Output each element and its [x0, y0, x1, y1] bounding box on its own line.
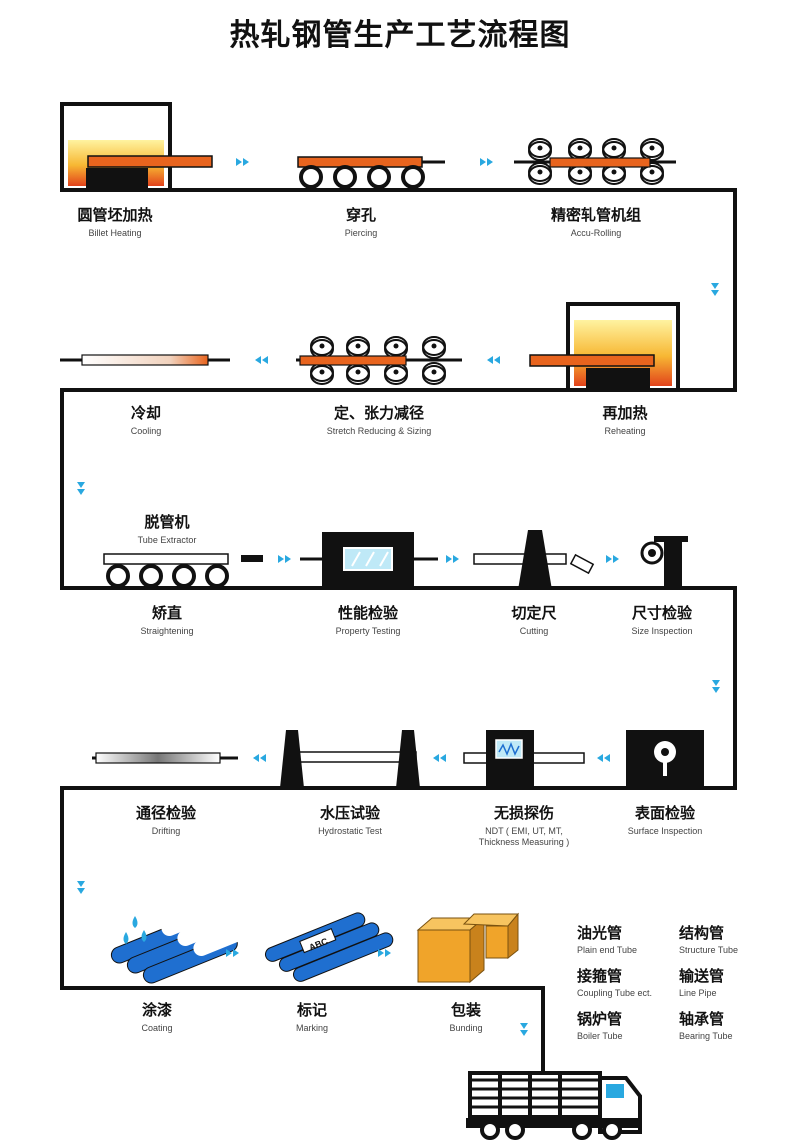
accu-rolling-mill-icon [514, 138, 676, 185]
step-label-billet-heating: 圆管坯加热 Billet Heating [77, 206, 153, 238]
product-plain-end-tube: 油光管 Plain end Tube [577, 924, 638, 955]
arrow-left-icon [487, 356, 500, 364]
property-testing-icon [300, 532, 438, 588]
arrow-right-icon [606, 555, 619, 563]
arrow-down-icon [77, 482, 85, 495]
arrow-left-icon [433, 754, 446, 762]
truck-icon [466, 1071, 642, 1140]
cooling-pipe-icon [60, 354, 230, 366]
step-label-accu-rolling: 精密轧管机组 Accu-Rolling [550, 206, 641, 238]
arrow-right-icon [278, 555, 291, 563]
product-line-pipe: 输送管 Line Pipe [679, 967, 725, 998]
arrow-down-icon [520, 1023, 528, 1036]
product-bearing-tube: 轴承管 Bearing Tube [679, 1010, 733, 1041]
cutting-icon [473, 530, 595, 590]
product-boiler-tube: 锅炉管 Boiler Tube [577, 1010, 623, 1041]
size-inspection-icon [640, 536, 688, 588]
arrow-left-icon [597, 754, 610, 762]
arrow-right-icon [480, 158, 493, 166]
arrow-right-icon [236, 158, 249, 166]
step-label-piercing: 穿孔 Piercing [344, 206, 378, 238]
piercing-icon [297, 156, 445, 189]
step-label-size-inspection: 尺寸检验 Size Inspection [631, 604, 693, 636]
ndt-inspection-icon [463, 730, 585, 788]
step-label-property-testing: 性能检验 Property Testing [335, 604, 401, 636]
product-structure-tube: 结构管 Structure Tube [679, 924, 739, 955]
arrow-down-icon [711, 283, 719, 296]
reheating-furnace-icon [529, 302, 680, 392]
page-title: 热轧钢管生产工艺流程图 [229, 18, 571, 53]
flow-arrows [77, 158, 720, 1036]
marking-icon: ABC [264, 912, 394, 982]
step-label-tube-extractor: 脱管机 Tube Extractor [137, 513, 197, 545]
coating-icon [110, 906, 243, 984]
hydrostatic-test-icon [280, 730, 420, 788]
arrow-right-icon [446, 555, 459, 563]
stretch-reducing-sizing-icon [296, 336, 462, 385]
step-label-stretch-reducing: 定、张力减径 Stretch Reducing & Sizing [326, 404, 432, 436]
step-label-coating: 涂漆 Coating [141, 1001, 173, 1033]
product-coupling-tube: 接箍管 Coupling Tube ect. [577, 967, 653, 998]
step-label-drifting: 通径检验 Drifting [135, 804, 196, 836]
arrow-right-icon [378, 949, 391, 957]
billet-heating-furnace-icon [60, 102, 213, 192]
step-label-cutting: 切定尺 Cutting [511, 604, 557, 636]
bundling-box-icon [416, 912, 520, 984]
straightening-machine-icon [103, 553, 263, 588]
step-label-cooling: 冷却 Cooling [130, 404, 162, 436]
step-label-reheating: 再加热 Reheating [602, 404, 648, 436]
arrow-down-icon [77, 881, 85, 894]
surface-inspection-icon [626, 730, 704, 788]
step-label-straightening: 矫直 Straightening [140, 604, 194, 636]
arrow-left-icon [253, 754, 266, 762]
flow-line [60, 188, 737, 1075]
step-label-hydrostatic-test: 水压试验 Hydrostatic Test [318, 804, 382, 836]
step-label-surface-inspection: 表面检验 Surface Inspection [627, 804, 703, 836]
arrow-down-icon [712, 680, 720, 693]
drifting-icon [92, 752, 238, 764]
arrow-left-icon [255, 356, 268, 364]
step-label-ndt: 无损探伤 NDT ( EMI, UT, MT, Thickness Measur… [478, 804, 570, 847]
step-label-marking: 标记 Marking [295, 1001, 328, 1033]
step-label-bundling: 包装 Bunding [449, 1001, 483, 1033]
arrow-right-icon [226, 949, 239, 957]
